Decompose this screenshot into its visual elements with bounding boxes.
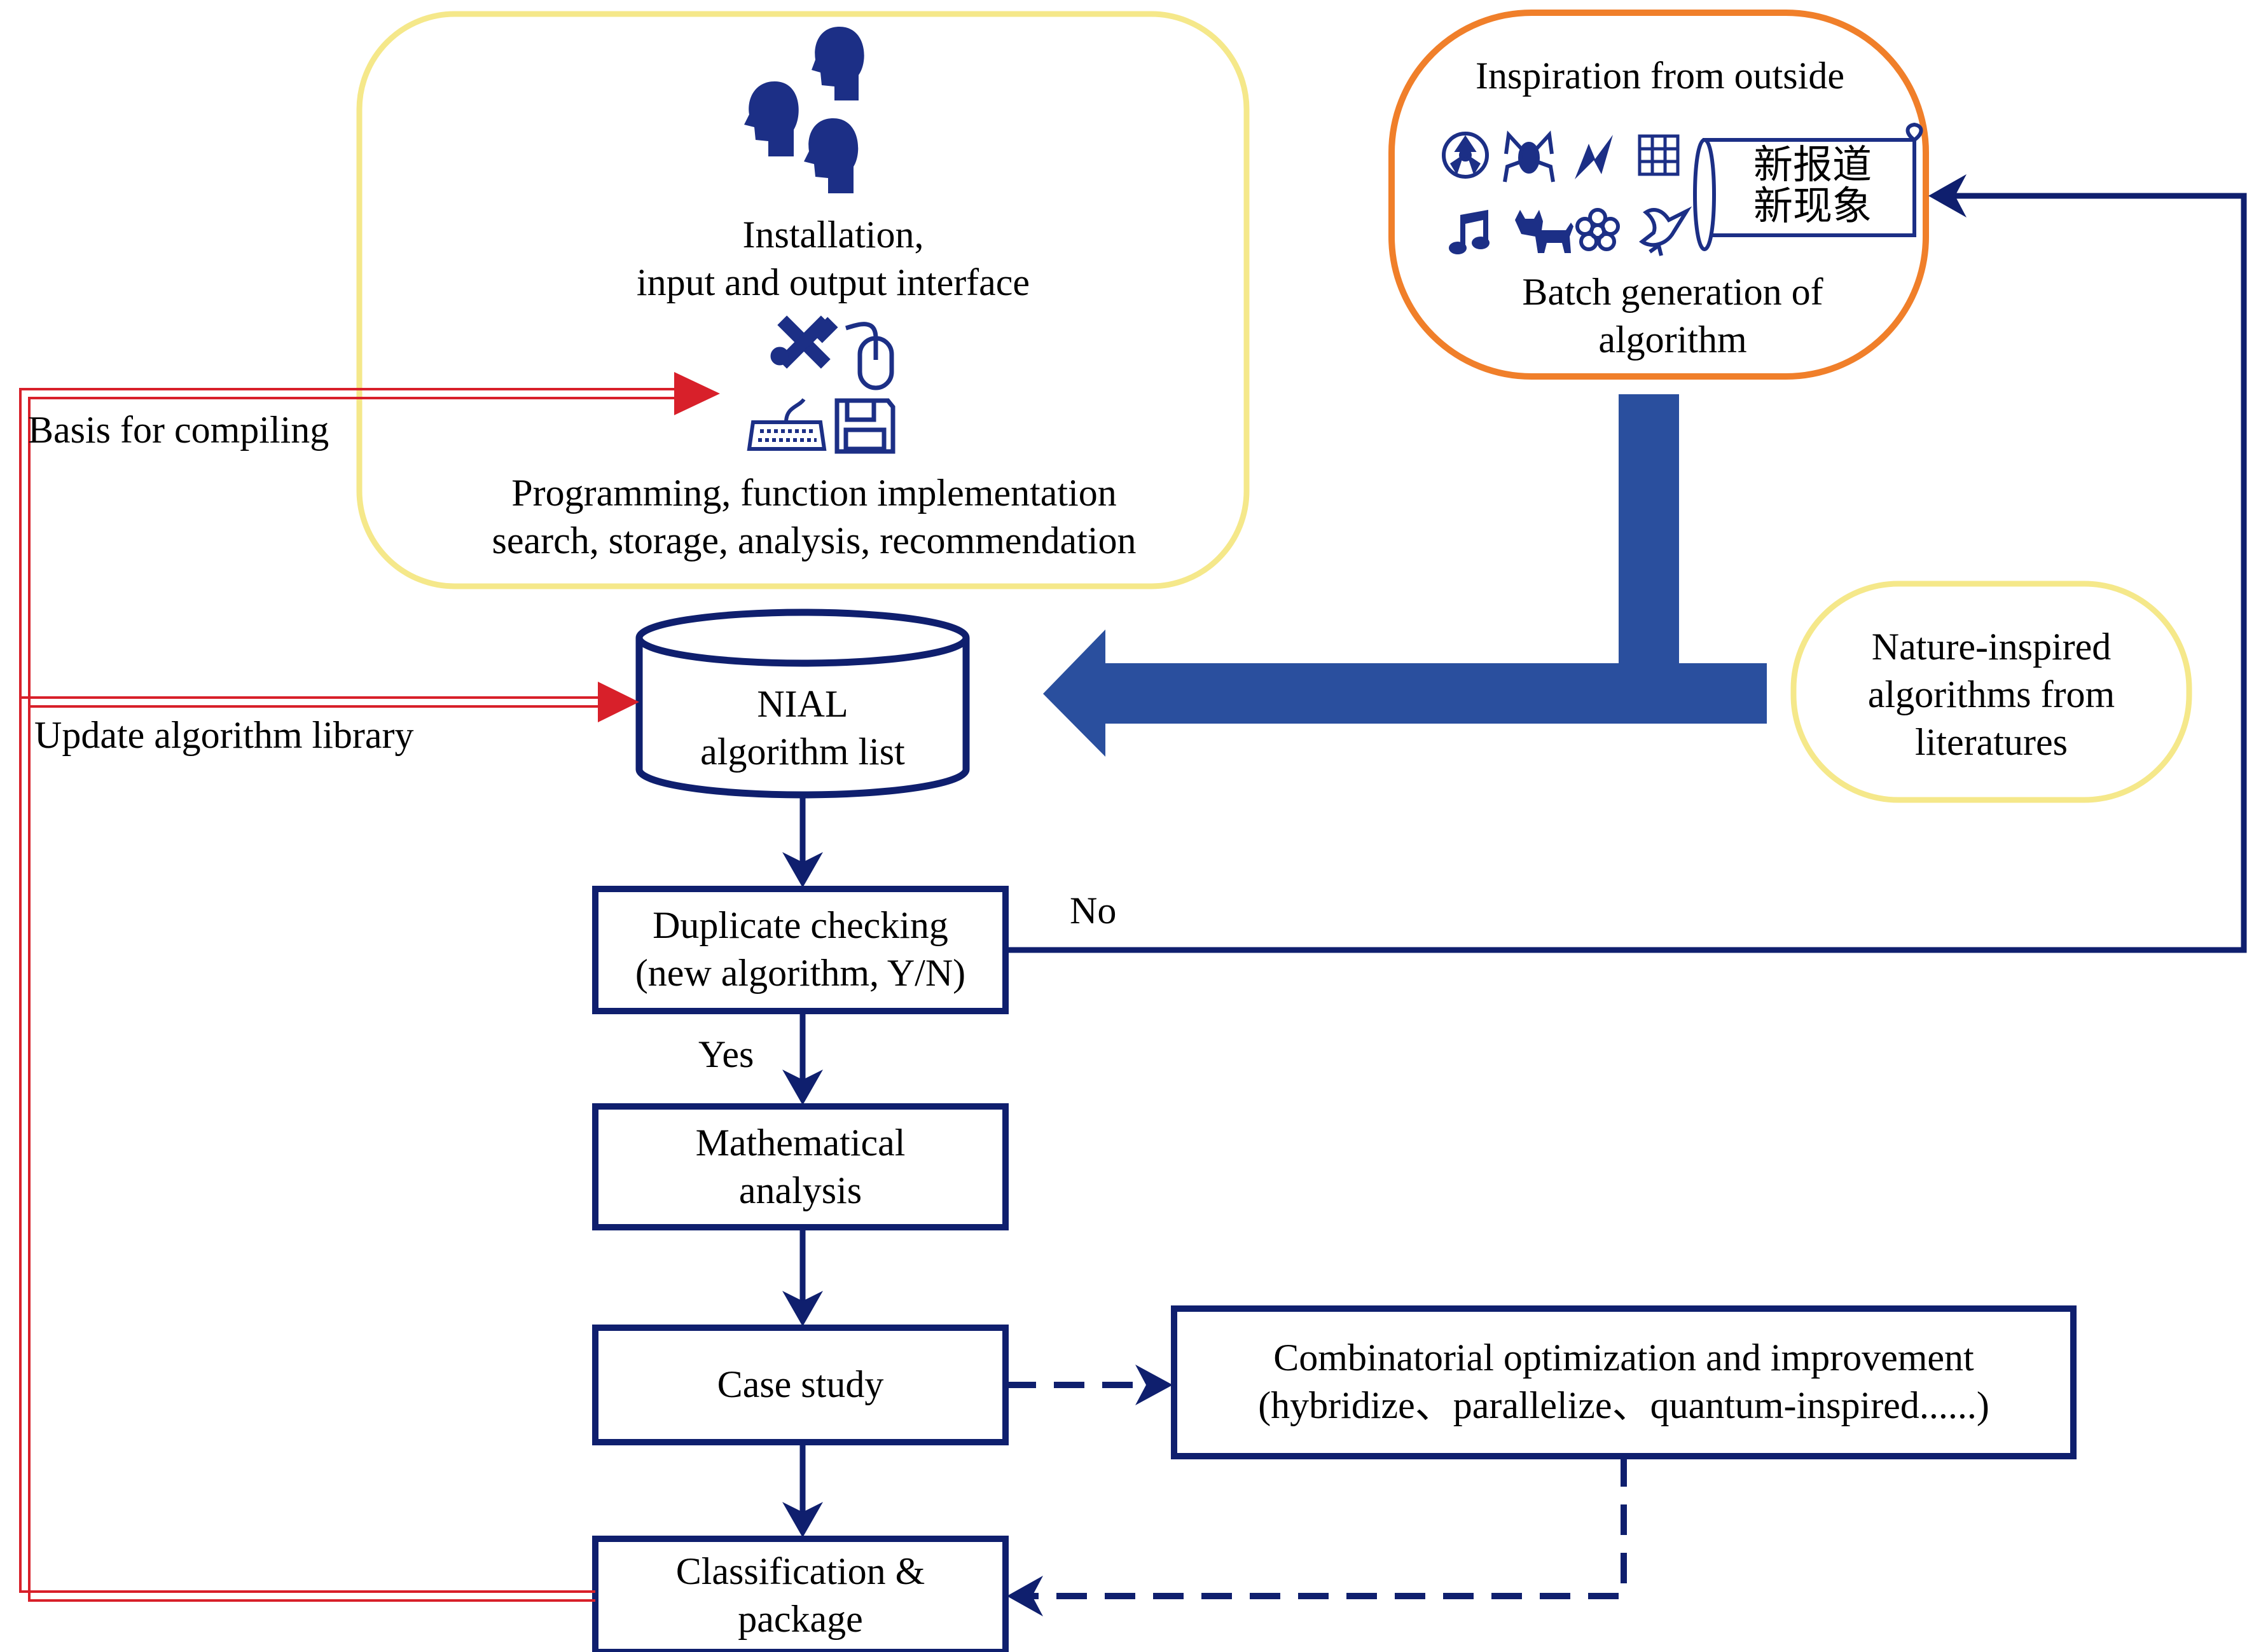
batch-generation-label: Batch generation of algorithm [1522,271,1823,361]
inspiration-title: Inspiration from outside [1476,55,1844,97]
batch-generation-arrow [1043,394,1767,757]
news-scroll-text: 新报道 新现象 [1753,141,1872,230]
music-note-icon [1449,210,1490,254]
radiation-icon [1442,132,1489,179]
mathematical-analysis-label: Mathematical analysis [695,1122,906,1211]
no-label: No [1070,890,1117,932]
case-study-label: Case study [717,1363,884,1405]
spider-icon [1503,130,1555,182]
programming-label: Programming, function implementation sea… [492,472,1137,561]
classification-box [592,1536,1009,1652]
arrowhead-down-2 [782,1070,823,1105]
arrowhead-down-1 [782,852,823,888]
update-library-label: Update algorithm library [34,714,414,756]
installation-panel [356,11,1250,589]
literature-box [1790,581,2192,803]
inspiration-panel [1388,10,1929,380]
dashed-to-classification [1032,1456,1627,1599]
arrowhead-right-combinatorial [1135,1365,1173,1405]
flower-icon [1575,208,1620,251]
arrowhead-down-3 [782,1291,823,1326]
yes-label: Yes [698,1033,754,1075]
arrowhead-left-classification [1007,1576,1043,1616]
scroll-icon [1693,122,1923,252]
red-arrowhead-update [598,682,639,722]
installation-label: Installation, input and output interface [636,214,1030,303]
no-feedback-line [1006,193,2247,953]
grid-icon [1638,134,1680,176]
literature-label: Nature-inspired algorithms from literatu… [1867,626,2115,763]
lightning-icon [1575,135,1613,179]
arrowhead-left-inspiration [1928,174,1967,217]
keyboard-icon [747,398,827,451]
red-feedback-lines [19,388,674,1602]
basis-for-compiling-label: Basis for compiling [28,409,329,451]
bird-icon [1638,206,1692,256]
nial-label: NIAL algorithm list [700,683,905,773]
mathematical-analysis-box [592,1103,1009,1230]
nial-database [635,609,970,799]
people-heads-icon [744,27,864,193]
red-arrowhead-basis [674,372,720,415]
cat-icon [1515,210,1573,253]
floppy-disk-icon [834,398,895,454]
arrowhead-down-4 [782,1502,823,1538]
mouse-icon [845,322,894,390]
duplicate-checking-label: Duplicate checking (new algorithm, Y/N) [635,904,966,994]
combinatorial-label: Combinatorial optimization and improveme… [1258,1337,1989,1426]
combinatorial-box [1171,1305,2077,1459]
classification-label: Classification & package [675,1550,925,1640]
tools-icon [770,315,838,369]
case-study-box [592,1325,1009,1445]
